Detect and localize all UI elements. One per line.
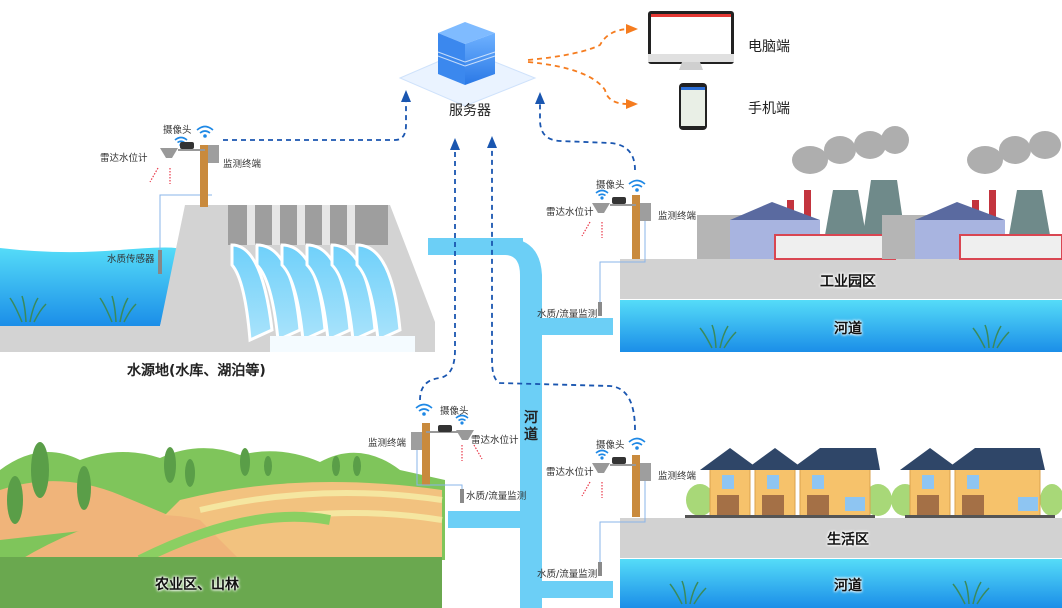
server-icon [398,22,537,107]
radar-heads [160,148,610,473]
water-quality-sensor-label: 水质传感器 [107,254,155,265]
camera-label: 摄像头 [163,125,192,136]
radar-level-label: 雷达水位计 [471,435,519,446]
reservoir-scene [0,194,435,352]
residential-title: 生活区 [827,532,869,548]
client-link-arrowheads [626,24,638,109]
central-river-label: 河道 [524,410,538,443]
probe-sensors [460,302,602,576]
server-label: 服务器 [449,103,491,119]
client-links [527,28,629,105]
residential-scene [620,448,1062,608]
agriculture-title: 农业区、山林 [155,577,239,593]
terminal-boxes [208,145,651,481]
industrial-title: 工业园区 [820,274,876,290]
terminal-label: 监测终端 [368,438,407,449]
industrial-river-label: 河道 [834,321,862,337]
camera-label: 摄像头 [596,440,625,451]
terminal-label: 监测终端 [223,159,262,170]
probe-cables [416,221,646,568]
probe-label: 水质/流量监测 [537,309,598,320]
camera-label: 摄像头 [440,406,469,417]
radar-waves [149,167,603,498]
probe-label: 水质/流量监测 [537,569,598,580]
desktop-monitor-icon [648,11,734,70]
monitoring-poles [200,145,640,517]
mobile-client-label: 手机端 [748,101,790,117]
mobile-phone-icon [679,83,707,130]
wifi-icons [174,125,646,460]
residential-river-label: 河道 [834,578,862,594]
terminal-label: 监测终端 [658,471,697,482]
camera-label: 摄像头 [596,180,625,191]
cameras [180,142,626,464]
radar-level-label: 雷达水位计 [100,153,148,164]
desktop-client-label: 电脑端 [748,39,790,55]
central-river [428,238,613,608]
radar-level-label: 雷达水位计 [546,207,594,218]
industrial-scene [620,126,1062,352]
data-links [223,98,636,431]
agriculture-scene [0,442,445,608]
reservoir-title: 水源地(水库、湖泊等) [127,363,266,379]
data-link-arrowheads [401,90,545,150]
terminal-label: 监测终端 [658,211,697,222]
radar-level-label: 雷达水位计 [546,467,594,478]
probe-label: 水质/流量监测 [466,491,527,502]
